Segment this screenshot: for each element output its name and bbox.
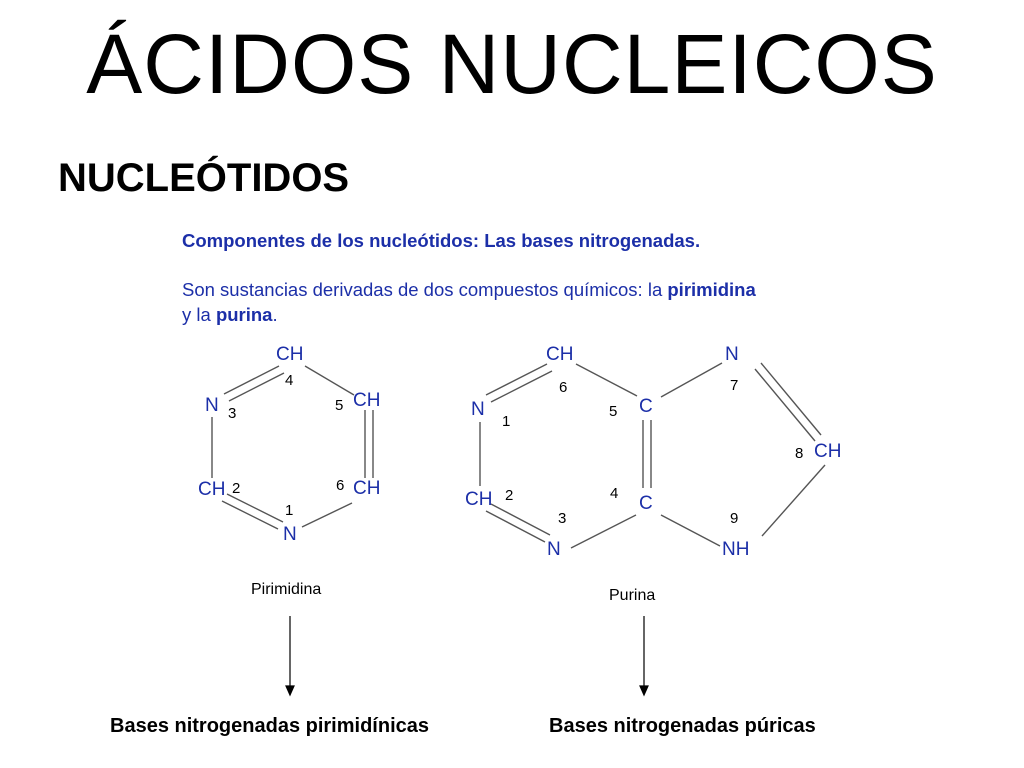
pyr-number-6: 6 bbox=[336, 477, 345, 494]
pyr-number-2: 2 bbox=[232, 480, 241, 497]
pur-atom-3: N bbox=[547, 539, 561, 560]
intro-line-2-text: y la bbox=[182, 304, 216, 325]
pur-number-4: 4 bbox=[610, 485, 619, 502]
pur-number-1: 1 bbox=[502, 413, 511, 430]
pyr-bond-6-1 bbox=[301, 502, 353, 528]
pur-atom-4: C bbox=[639, 493, 653, 514]
pyr-atom-4: CH bbox=[276, 344, 304, 365]
pur-bond-2-3-a bbox=[485, 510, 546, 543]
pur-atom-9: NH bbox=[722, 539, 750, 560]
pur-bond-6-5 bbox=[575, 363, 638, 397]
pyr-bond-2-1-a bbox=[221, 500, 279, 530]
pur-atom-8: CH bbox=[814, 441, 842, 462]
intro-line-2-end: . bbox=[272, 304, 278, 325]
pyrimidine-term: pirimidina bbox=[667, 279, 756, 300]
pur-bond-8-9 bbox=[761, 464, 826, 537]
pur-atom-6: CH bbox=[546, 344, 574, 365]
pyr-atom-3: N bbox=[205, 395, 219, 416]
pur-number-3: 3 bbox=[558, 510, 567, 527]
pyr-number-4: 4 bbox=[285, 372, 294, 389]
pyr-atom-5: CH bbox=[353, 390, 381, 411]
pur-number-6: 6 bbox=[559, 379, 568, 396]
intro-line-1: Son sustancias derivadas de dos compuest… bbox=[182, 278, 756, 302]
pur-number-7: 7 bbox=[730, 377, 739, 394]
purine-label: Purina bbox=[609, 587, 656, 604]
pyr-atom-6: CH bbox=[353, 478, 381, 499]
pyr-bond-4-5 bbox=[304, 365, 355, 396]
pur-number-8: 8 bbox=[795, 445, 804, 462]
purine-term: purina bbox=[215, 304, 273, 325]
pyrimidine-label: Pirimidina bbox=[251, 581, 322, 598]
slide-subtitle: NUCLEÓTIDOS bbox=[58, 156, 350, 200]
pur-atom-7: N bbox=[725, 344, 739, 365]
intro-heading: Componentes de los nucleótidos: Las base… bbox=[182, 230, 701, 251]
intro-line-1-text: Son sustancias derivadas de dos compuest… bbox=[182, 279, 668, 300]
pur-bond-7-8-b bbox=[760, 362, 822, 436]
pur-atom-2: CH bbox=[465, 489, 493, 510]
pyr-number-5: 5 bbox=[335, 397, 344, 414]
pyrimidine-bases-label: Bases nitrogenadas pirimidínicas bbox=[110, 715, 429, 737]
pyrimidine-arrow-head bbox=[285, 685, 295, 697]
pur-bond-4-9 bbox=[660, 514, 721, 547]
pur-number-2: 2 bbox=[505, 487, 514, 504]
pur-bond-6-1-a bbox=[485, 363, 548, 396]
pyr-bond-2-1-b bbox=[226, 493, 284, 523]
pur-bond-2-3-b bbox=[490, 503, 551, 536]
pyr-bond-4-3-a bbox=[223, 365, 280, 395]
pur-bond-5-7 bbox=[660, 362, 723, 398]
pyr-atom-1: N bbox=[283, 524, 297, 545]
pur-bond-6-1-b bbox=[490, 370, 553, 403]
pyr-number-1: 1 bbox=[285, 502, 294, 519]
pur-number-9: 9 bbox=[730, 510, 739, 527]
purine-bases-label: Bases nitrogenadas púricas bbox=[549, 715, 816, 737]
pyr-bond-4-3-b bbox=[228, 372, 285, 402]
purine-arrow-head bbox=[639, 685, 649, 697]
pur-atom-5: C bbox=[639, 396, 653, 417]
slide-title: ÁCIDOS NUCLEICOS bbox=[86, 17, 938, 111]
pur-atom-1: N bbox=[471, 399, 485, 420]
pur-bond-3-4 bbox=[570, 514, 637, 549]
pyr-atom-2: CH bbox=[198, 479, 226, 500]
intro-line-2: y la purina. bbox=[182, 303, 278, 327]
pur-bond-7-8-a bbox=[754, 368, 816, 442]
pyr-number-3: 3 bbox=[228, 405, 237, 422]
pur-number-5: 5 bbox=[609, 403, 618, 420]
